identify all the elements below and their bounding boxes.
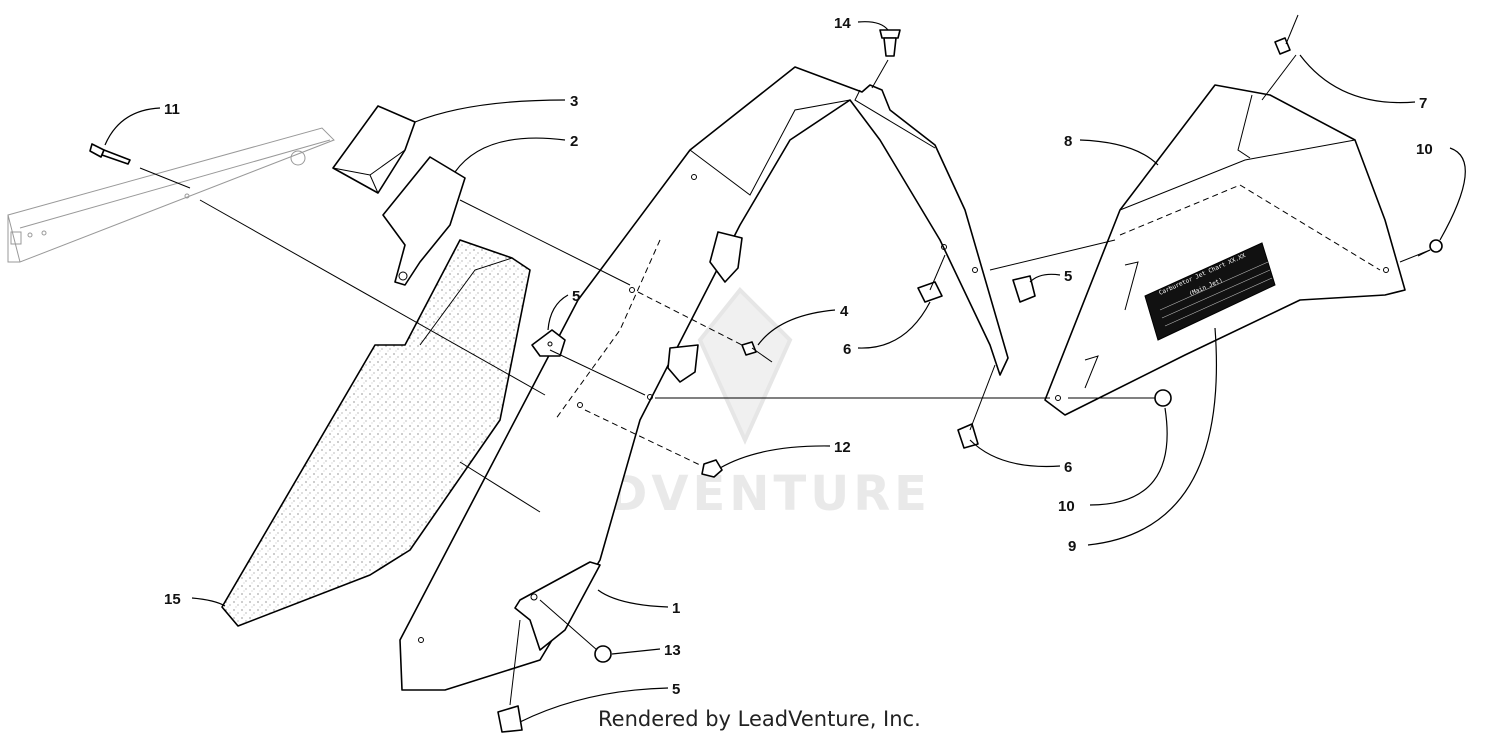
callout-14: 14 (834, 15, 851, 32)
callout-5-bottom: 5 (672, 681, 680, 698)
callout-13: 13 (664, 642, 681, 659)
part-13-rivet (594, 645, 612, 663)
part-7-rivet (1274, 14, 1299, 55)
callout-7: 7 (1419, 95, 1427, 112)
part-11-frame-rail (7, 127, 335, 263)
callout-12: 12 (834, 439, 851, 456)
part-5-clip-bottom (497, 705, 523, 733)
callout-6-upper: 6 (843, 341, 851, 358)
part-15-foam-pad (221, 239, 531, 627)
part-14-screw (879, 29, 901, 57)
part-3-cap (332, 105, 416, 194)
callout-numbers: 11 3 2 14 5 4 6 5 12 6 7 8 10 10 9 15 1 … (164, 15, 1433, 698)
callout-2: 2 (570, 133, 578, 150)
part-5-clip-upper-left (531, 329, 566, 357)
callout-10-upper: 10 (1416, 141, 1433, 158)
watermark-logo-icon (697, 287, 793, 445)
callout-3: 3 (570, 93, 578, 110)
callout-5-upper-left: 5 (572, 288, 580, 305)
part-10-washer-lower (1154, 389, 1172, 407)
part-4-rivet (741, 341, 773, 363)
part-11-bolt (89, 143, 131, 165)
callout-6-lower: 6 (1064, 459, 1072, 476)
part-10-screw-upper (1417, 239, 1443, 257)
part-5-clip-right (1012, 275, 1036, 303)
callout-10-lower: 10 (1058, 498, 1075, 515)
footer-credit: Rendered by LeadVenture, Inc. (598, 707, 921, 731)
callout-leaders (104, 21, 1466, 723)
part-8-shroud (1044, 84, 1406, 416)
part-6-nut-upper (917, 281, 943, 303)
callout-4: 4 (840, 303, 849, 320)
callout-11: 11 (164, 101, 180, 118)
callout-1: 1 (672, 600, 680, 617)
part-1-side-panel (399, 66, 1009, 691)
part-2-bracket (382, 156, 466, 286)
part-12-nut (701, 459, 723, 478)
assembly-lines (139, 54, 1431, 706)
part-6-nut-lower (957, 423, 979, 449)
callout-8: 8 (1064, 133, 1072, 150)
callout-15: 15 (164, 591, 181, 608)
callout-9: 9 (1068, 538, 1076, 555)
callout-5-right: 5 (1064, 268, 1072, 285)
